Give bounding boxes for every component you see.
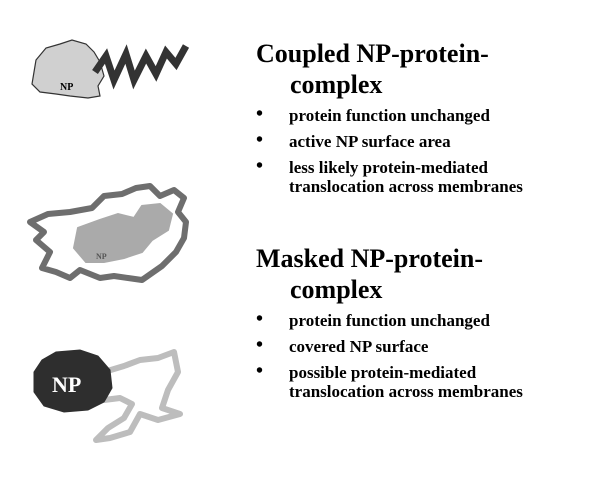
masked-np-label: NP xyxy=(52,372,81,397)
wrapped-np-label: NP xyxy=(96,252,107,261)
masked-heading-line2: complex xyxy=(290,275,383,304)
masked-section: Masked NP-protein- complex •protein func… xyxy=(256,243,592,408)
masked-heading-line1: Masked NP-protein- xyxy=(256,244,484,273)
coupled-section: Coupled NP-protein- complex •protein fun… xyxy=(256,38,592,203)
masked-heading: Masked NP-protein- complex xyxy=(256,243,592,305)
bullet-dot-icon: • xyxy=(256,360,264,382)
bullet-dot-icon: • xyxy=(256,129,264,151)
bullet-item: •active NP surface area xyxy=(256,129,451,151)
bullet-dot-icon: • xyxy=(256,155,264,177)
coupled-bullet-list: •protein function unchanged •active NP s… xyxy=(256,103,592,196)
wrapped-protein-loop xyxy=(27,183,189,283)
bullet-item: •protein function unchanged xyxy=(256,103,490,125)
bullet-dot-icon: • xyxy=(256,334,264,356)
bullet-dot-icon: • xyxy=(256,103,264,125)
wrapped-complex-illustration: NP xyxy=(27,183,189,283)
bullet-item: •protein function unchanged xyxy=(256,308,490,330)
coupled-complex-illustration: NP xyxy=(31,39,190,99)
masked-bullet-list: •protein function unchanged •covered NP … xyxy=(256,308,592,401)
masked-np-blob xyxy=(33,349,113,413)
coupled-heading-line1: Coupled NP-protein- xyxy=(256,39,489,68)
coupled-np-label: NP xyxy=(60,82,73,93)
coupled-heading: Coupled NP-protein- complex xyxy=(256,38,592,100)
wrapped-np-blob xyxy=(72,202,174,263)
masked-protein-chain xyxy=(93,349,183,443)
coupled-np-blob xyxy=(31,39,105,99)
bullet-dot-icon: • xyxy=(256,308,264,330)
bullet-item: •covered NP surface xyxy=(256,334,429,356)
masked-complex-illustration: NP xyxy=(33,349,183,443)
coupled-heading-line2: complex xyxy=(290,70,383,99)
coupled-protein-chain xyxy=(92,44,190,90)
